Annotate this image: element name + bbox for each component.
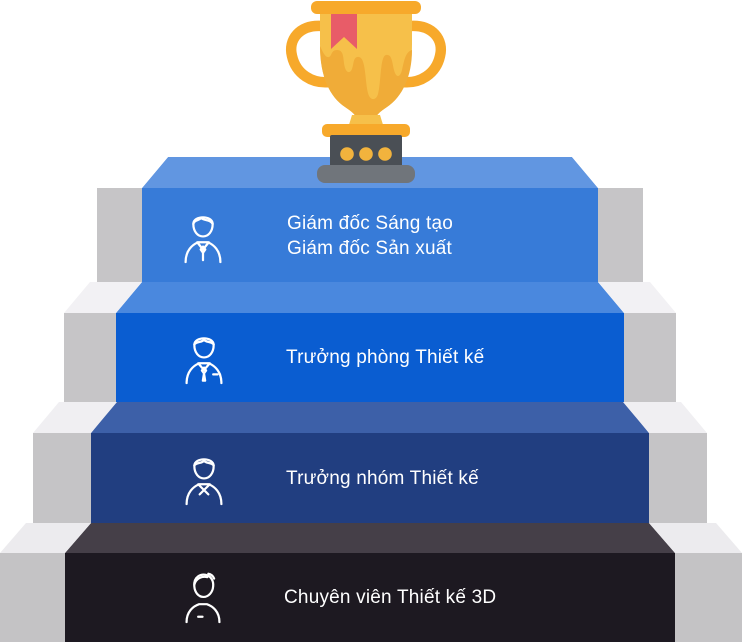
step-3-left-side-top: [33, 402, 117, 433]
trophy-base-dot: [359, 147, 373, 161]
step-1-label-line-1: Giám đốc Sáng tạo: [287, 213, 454, 234]
step-3-label-line-1: Trưởng nhóm Thiết kế: [286, 468, 479, 489]
executive-person-icon: [184, 216, 222, 264]
step-3-label: Trưởng nhóm Thiết kế: [286, 466, 479, 491]
step-2-left-side: [64, 313, 116, 402]
step-3-right-side: [649, 433, 707, 523]
step-4-tread: [65, 523, 675, 553]
step-4-label: Chuyên viên Thiết kế 3D: [284, 585, 496, 610]
step-2-label-line-1: Trưởng phòng Thiết kế: [286, 347, 485, 368]
trophy-rim: [311, 1, 421, 14]
step-4-right-side: [675, 553, 742, 642]
trophy-stand: [317, 165, 415, 183]
trophy-icon: [285, 1, 447, 183]
trophy-ribbon-icon: [331, 13, 357, 49]
team-lead-person-icon: [185, 458, 223, 506]
step-4-label-line-1: Chuyên viên Thiết kế 3D: [284, 587, 497, 608]
trophy-base-dot: [340, 147, 354, 161]
step-3-tread: [91, 402, 649, 433]
step-1-left-side-top: [97, 157, 168, 188]
manager-person-icon: [185, 337, 223, 385]
step-1-left-side: [97, 188, 142, 282]
trophy-right-handle: [396, 20, 447, 88]
trophy-base-dot: [378, 147, 392, 161]
step-3-left-side: [33, 433, 91, 523]
step-4-right-side-top: [649, 523, 742, 553]
step-4-left-side-top: [0, 523, 91, 553]
specialist-person-icon: [185, 572, 221, 624]
step-1-riser: [142, 188, 598, 282]
trophy-drip-shading: [320, 46, 412, 119]
step-2-left-side-top: [64, 282, 142, 313]
step-3-riser: [91, 433, 649, 523]
step-2-right-side: [624, 313, 676, 402]
step-4-left-side: [0, 553, 65, 642]
step-1-right-side-top: [572, 157, 643, 188]
trophy-plate: [322, 124, 410, 137]
step-2-label: Trưởng phòng Thiết kế: [286, 345, 484, 370]
step-2-tread: [116, 282, 624, 313]
step-1-label: Giám đốc Sáng tạo Giám đốc Sản xuất: [287, 211, 453, 261]
trophy-left-handle: [285, 20, 336, 88]
step-1-label-line-2: Giám đốc Sản xuất: [287, 238, 452, 259]
step-3-right-side-top: [623, 402, 707, 433]
step-2-right-side-top: [598, 282, 676, 313]
step-1-right-side: [598, 188, 643, 282]
step-4-riser: [65, 553, 675, 642]
